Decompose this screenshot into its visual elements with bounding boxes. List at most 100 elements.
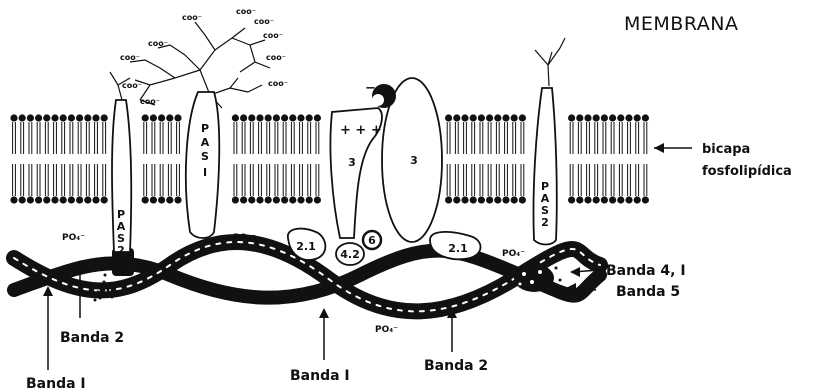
lipid-head	[27, 196, 34, 203]
phosphate-label: PO₄⁻	[62, 233, 85, 243]
band-4-2-protein: 4.2	[336, 243, 364, 265]
lipid-head	[92, 196, 99, 203]
label-banda-5: Banda 5	[616, 284, 680, 300]
svg-text:coo⁻: coo⁻	[266, 53, 286, 62]
pas-2-right-protein: P A S 2	[533, 88, 556, 245]
lipid-head	[27, 114, 34, 121]
bound-molecule: −	[365, 81, 396, 108]
lipid-head	[84, 196, 91, 203]
svg-text:3: 3	[410, 154, 418, 167]
svg-text:3: 3	[348, 156, 356, 169]
lipid-head	[494, 114, 501, 121]
lipid-head	[51, 196, 58, 203]
lipid-head	[248, 196, 255, 203]
label-banda-2-center: Banda 2	[424, 358, 488, 374]
diagram-title: MEMBRANA	[624, 13, 738, 35]
lipid-head	[617, 196, 624, 203]
sugar-chain-right	[535, 38, 565, 86]
lipid-head	[51, 114, 58, 121]
lipid-head	[273, 114, 280, 121]
svg-text:coo⁻: coo⁻	[263, 31, 283, 40]
lipid-head	[314, 114, 321, 121]
band-3-left-protein: 3 + + +	[330, 108, 382, 238]
lipid-head	[281, 114, 288, 121]
svg-text:I: I	[203, 166, 207, 179]
svg-text:S: S	[201, 150, 209, 163]
lipid-head	[634, 196, 641, 203]
lipid-head	[306, 196, 313, 203]
lipid-head	[502, 114, 509, 121]
lipid-head	[461, 196, 468, 203]
svg-text:2.1: 2.1	[448, 242, 468, 255]
lipid-head	[289, 114, 296, 121]
lipid-head	[568, 196, 575, 203]
lipid-head	[10, 114, 17, 121]
lipid-head	[478, 114, 485, 121]
lipid-head	[634, 114, 641, 121]
svg-text:2.1: 2.1	[296, 240, 316, 253]
svg-text:coo⁻: coo⁻	[148, 39, 168, 48]
lipid-head	[84, 114, 91, 121]
lipid-head	[232, 196, 239, 203]
lipid-head	[511, 196, 518, 203]
svg-text:coo⁻: coo⁻	[236, 7, 256, 16]
lipid-head	[461, 114, 468, 121]
lipid-head	[593, 114, 600, 121]
lipid-head	[445, 114, 452, 121]
lipid-head	[519, 196, 526, 203]
label-banda-4-1: Banda 4, I	[606, 263, 686, 279]
lipid-head	[265, 114, 272, 121]
lipid-head	[601, 114, 608, 121]
lipid-head	[60, 114, 67, 121]
lipid-head	[617, 114, 624, 121]
lipid-head	[625, 196, 632, 203]
svg-text:coo⁻: coo⁻	[182, 13, 202, 22]
svg-text:6: 6	[368, 234, 376, 247]
label-banda-1-center: Banda I	[290, 368, 350, 384]
label-banda-2-left: Banda 2	[60, 330, 124, 346]
svg-text:coo⁻: coo⁻	[122, 81, 142, 90]
band-6-protein: 6	[363, 231, 381, 249]
svg-text:A: A	[201, 136, 210, 149]
lipid-head	[60, 196, 67, 203]
pas-2-left-protein: P A S 2	[112, 100, 131, 257]
lipid-head	[568, 114, 575, 121]
svg-text:−: −	[365, 81, 376, 96]
lipid-head	[297, 114, 304, 121]
lipid-head	[511, 114, 518, 121]
lipid-head	[68, 114, 75, 121]
lipid-head	[642, 196, 649, 203]
lipid-head	[174, 196, 181, 203]
lipid-head	[248, 114, 255, 121]
lipid-head	[10, 196, 17, 203]
lipid-head	[150, 196, 157, 203]
bilayer-label-line1: bicapa	[702, 142, 750, 157]
svg-text:2: 2	[541, 216, 549, 229]
lipid-head	[502, 196, 509, 203]
lipid-head	[453, 196, 460, 203]
lipid-head	[289, 196, 296, 203]
lipid-head	[68, 196, 75, 203]
lipid-head	[101, 196, 108, 203]
lipid-head	[584, 196, 591, 203]
pas-1-protein: P A S I	[186, 92, 219, 238]
svg-text:P: P	[201, 122, 209, 135]
lipid-head	[256, 196, 263, 203]
lipid-head	[478, 196, 485, 203]
svg-text:2: 2	[117, 244, 125, 257]
lipid-head	[584, 114, 591, 121]
svg-text:coo⁻: coo⁻	[140, 97, 160, 106]
sugar-chains-left	[110, 22, 270, 108]
lipid-head	[174, 114, 181, 121]
lipid-head	[281, 196, 288, 203]
lipid-head	[76, 114, 83, 121]
lipid-head	[19, 196, 26, 203]
svg-text:coo⁻: coo⁻	[120, 53, 140, 62]
lipid-head	[76, 196, 83, 203]
lipid-head	[43, 114, 50, 121]
lipid-head	[158, 196, 165, 203]
lipid-head	[166, 114, 173, 121]
lipid-head	[470, 114, 477, 121]
lipid-head	[453, 114, 460, 121]
